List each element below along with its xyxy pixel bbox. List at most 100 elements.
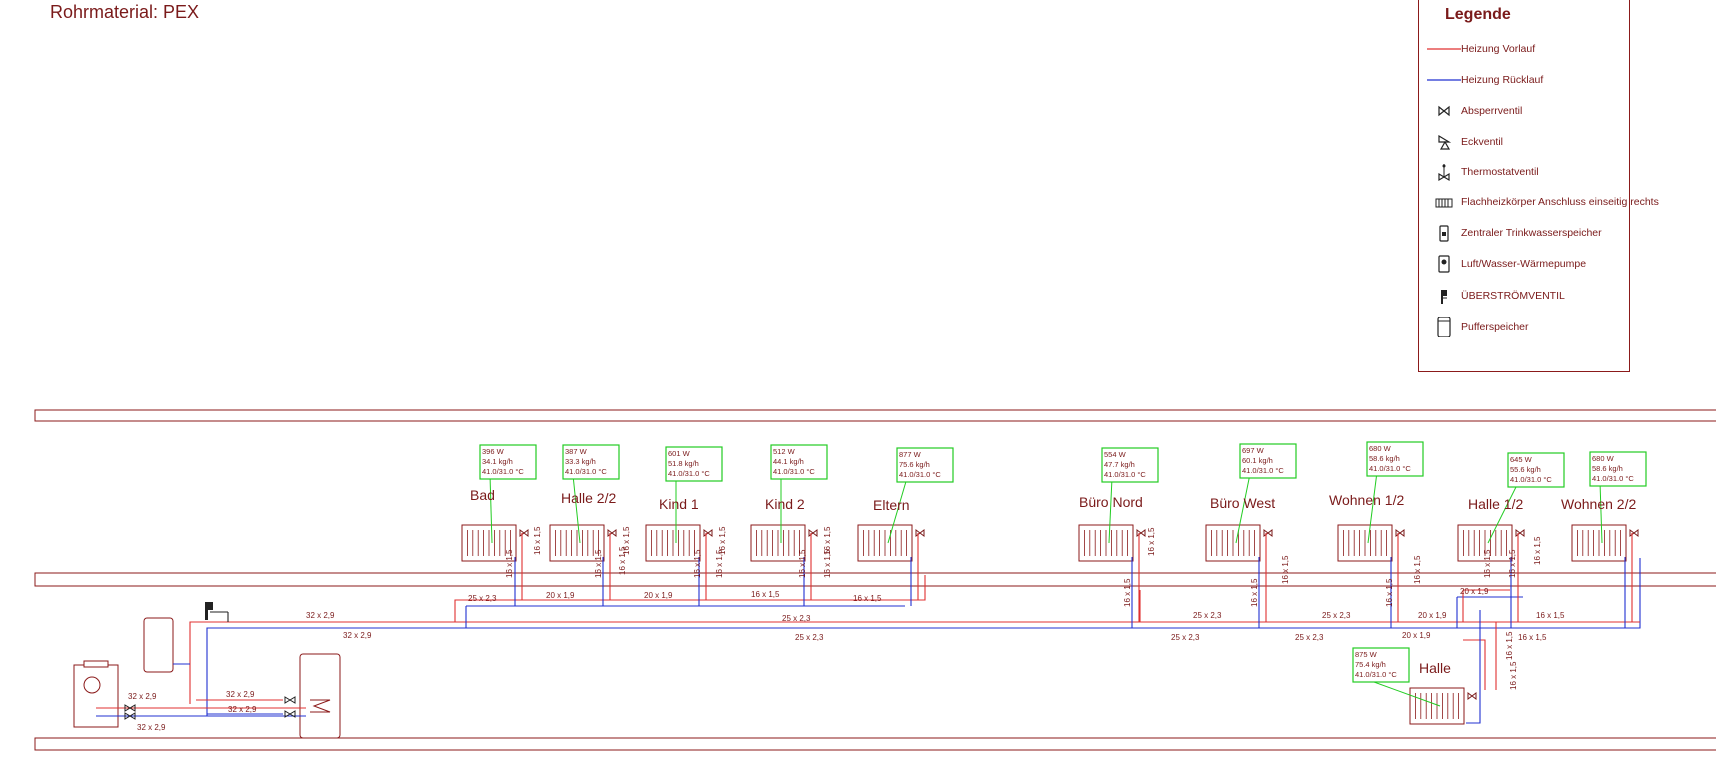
legend-item: Thermostatventil xyxy=(1419,162,1629,182)
pipe-size-label: 25 x 2,3 xyxy=(1171,633,1200,642)
radiator-temp: 41.0/31.0 °C xyxy=(1104,470,1146,479)
buffer-tank-icon xyxy=(1427,316,1461,338)
floor-line xyxy=(34,737,1716,751)
pipe-size-label: 20 x 1,9 xyxy=(1402,631,1431,640)
radiator-temp: 41.0/31.0 °C xyxy=(565,467,607,476)
pipe-size-label: 16 x 1,5 xyxy=(1147,527,1156,556)
radiator-info-box xyxy=(1366,441,1424,477)
radiator-flow: 55.6 kg/h xyxy=(1510,465,1541,474)
radiator-flow: 33.3 kg/h xyxy=(565,457,596,466)
room-label: Halle 2/2 xyxy=(561,490,616,506)
legend-item-label: Thermostatventil xyxy=(1461,166,1539,178)
thermostat-valve-icon xyxy=(1263,529,1273,537)
thermostat-valve-icon xyxy=(519,529,529,537)
radiator-info-box xyxy=(1239,443,1297,479)
radiator-power: 645 W xyxy=(1510,455,1533,464)
pipe-size-label: 16 x 1,5 xyxy=(693,549,702,578)
radiator xyxy=(461,444,537,562)
pipe-size-label: 32 x 2,9 xyxy=(306,611,335,620)
pipe-size-label: 16 x 1,5 xyxy=(1413,555,1422,584)
pipe-size-label: 16 x 1,5 xyxy=(1518,633,1547,642)
radiator xyxy=(549,444,620,562)
radiator-temp: 41.0/31.0 °C xyxy=(1355,670,1397,679)
radiator xyxy=(1352,647,1477,725)
floor-line xyxy=(34,409,1716,422)
pipe-size-label: 20 x 1,9 xyxy=(1418,611,1447,620)
floor-line xyxy=(34,572,1716,587)
pipe-size-label: 25 x 2,3 xyxy=(1295,633,1324,642)
radiator-info-box xyxy=(1352,647,1410,683)
line-blue-icon xyxy=(1427,70,1461,90)
radiator-icon xyxy=(1427,192,1461,212)
radiator-flow: 60.1 kg/h xyxy=(1242,456,1273,465)
pipe-size-label: 32 x 2,9 xyxy=(226,690,255,699)
gate-valve-icon xyxy=(124,704,136,712)
label-leader xyxy=(1599,481,1603,544)
radiator-flow: 58.6 kg/h xyxy=(1369,454,1400,463)
legend-item: Heizung Vorlauf xyxy=(1419,39,1629,59)
thermostat-valve-icon xyxy=(808,529,818,537)
overflow-valve-icon xyxy=(205,602,213,620)
radiator-flow: 75.4 kg/h xyxy=(1355,660,1386,669)
gate-valve-icon xyxy=(284,696,296,704)
supply-branch xyxy=(1463,639,1486,690)
pipe-size-label: 16 x 1,5 xyxy=(823,549,832,578)
legend-item: Heizung Rücklauf xyxy=(1419,70,1629,90)
thermostat-valve-icon xyxy=(1515,529,1525,537)
radiator-temp: 41.0/31.0 °C xyxy=(668,469,710,478)
room-label: Wohnen 2/2 xyxy=(1561,496,1636,512)
thermostat-valve-icon xyxy=(1629,529,1639,537)
pipe-size-label: 16 x 1,5 xyxy=(1509,661,1518,690)
radiator-power: 396 W xyxy=(482,447,505,456)
line-red-icon xyxy=(1427,39,1461,59)
pipe-size-label: 16 x 1,5 xyxy=(1281,555,1290,584)
pipe-size-label: 16 x 1,5 xyxy=(1483,549,1492,578)
pipe-size-label: 25 x 2,3 xyxy=(782,614,811,623)
pipe-size-label: 16 x 1,5 xyxy=(622,526,631,555)
radiator-power: 554 W xyxy=(1104,450,1127,459)
room-label: Halle 1/2 xyxy=(1468,496,1523,512)
pipe-size-label: 16 x 1,5 xyxy=(1505,631,1514,660)
radiator-flow: 44.1 kg/h xyxy=(773,457,804,466)
thermostat-valve-icon xyxy=(1427,162,1461,182)
thermostat-valve-icon xyxy=(607,529,617,537)
pipe-size-label: 32 x 2,9 xyxy=(137,723,166,732)
radiator-flow: 47.7 kg/h xyxy=(1104,460,1135,469)
radiator-info-box xyxy=(1507,452,1565,488)
supply-main xyxy=(189,575,926,704)
legend-item: Eckventil xyxy=(1419,132,1629,152)
radiator-temp: 41.0/31.0 °C xyxy=(899,470,941,479)
pipe-size-label: 16 x 1,5 xyxy=(1533,536,1542,565)
pipe-size-label: 32 x 2,9 xyxy=(128,692,157,701)
pipe-size-label: 25 x 2,3 xyxy=(468,594,497,603)
room-label: Bad xyxy=(470,487,495,503)
return-branch xyxy=(1466,610,1481,724)
pipe-size-label: 20 x 1,9 xyxy=(546,591,575,600)
radiator-info-box xyxy=(770,444,828,480)
pipe-size-label: 16 x 1,5 xyxy=(594,549,603,578)
pipe-size-label: 16 x 1,5 xyxy=(1536,611,1565,620)
room-label: Kind 1 xyxy=(659,496,699,512)
radiator-power: 601 W xyxy=(668,449,691,458)
legend-item-label: Heizung Vorlauf xyxy=(1461,43,1536,55)
radiator xyxy=(1205,443,1297,562)
room-label: Wohnen 1/2 xyxy=(1329,492,1404,508)
room-label: Büro Nord xyxy=(1079,494,1143,510)
pipe-size-label: 16 x 1,5 xyxy=(618,546,627,575)
radiator-temp: 41.0/31.0 °C xyxy=(773,467,815,476)
thermostat-valve-icon xyxy=(703,529,713,537)
radiator-power: 697 W xyxy=(1242,446,1265,455)
water-storage-icon xyxy=(1427,223,1461,243)
radiator-flow: 51.8 kg/h xyxy=(668,459,699,468)
angle-valve-icon xyxy=(1427,132,1461,152)
pipe-size-label: 25 x 2,3 xyxy=(1193,611,1222,620)
heat-pump-icon xyxy=(73,664,119,728)
heat-pump-top xyxy=(83,660,109,668)
legend-item: Zentraler Trinkwasserspeicher xyxy=(1419,223,1629,243)
thermostat-valve-icon xyxy=(915,529,925,537)
radiator-info-box xyxy=(896,447,954,483)
pipe-size-label: 25 x 2,3 xyxy=(1322,611,1351,620)
label-leader xyxy=(1362,677,1441,707)
